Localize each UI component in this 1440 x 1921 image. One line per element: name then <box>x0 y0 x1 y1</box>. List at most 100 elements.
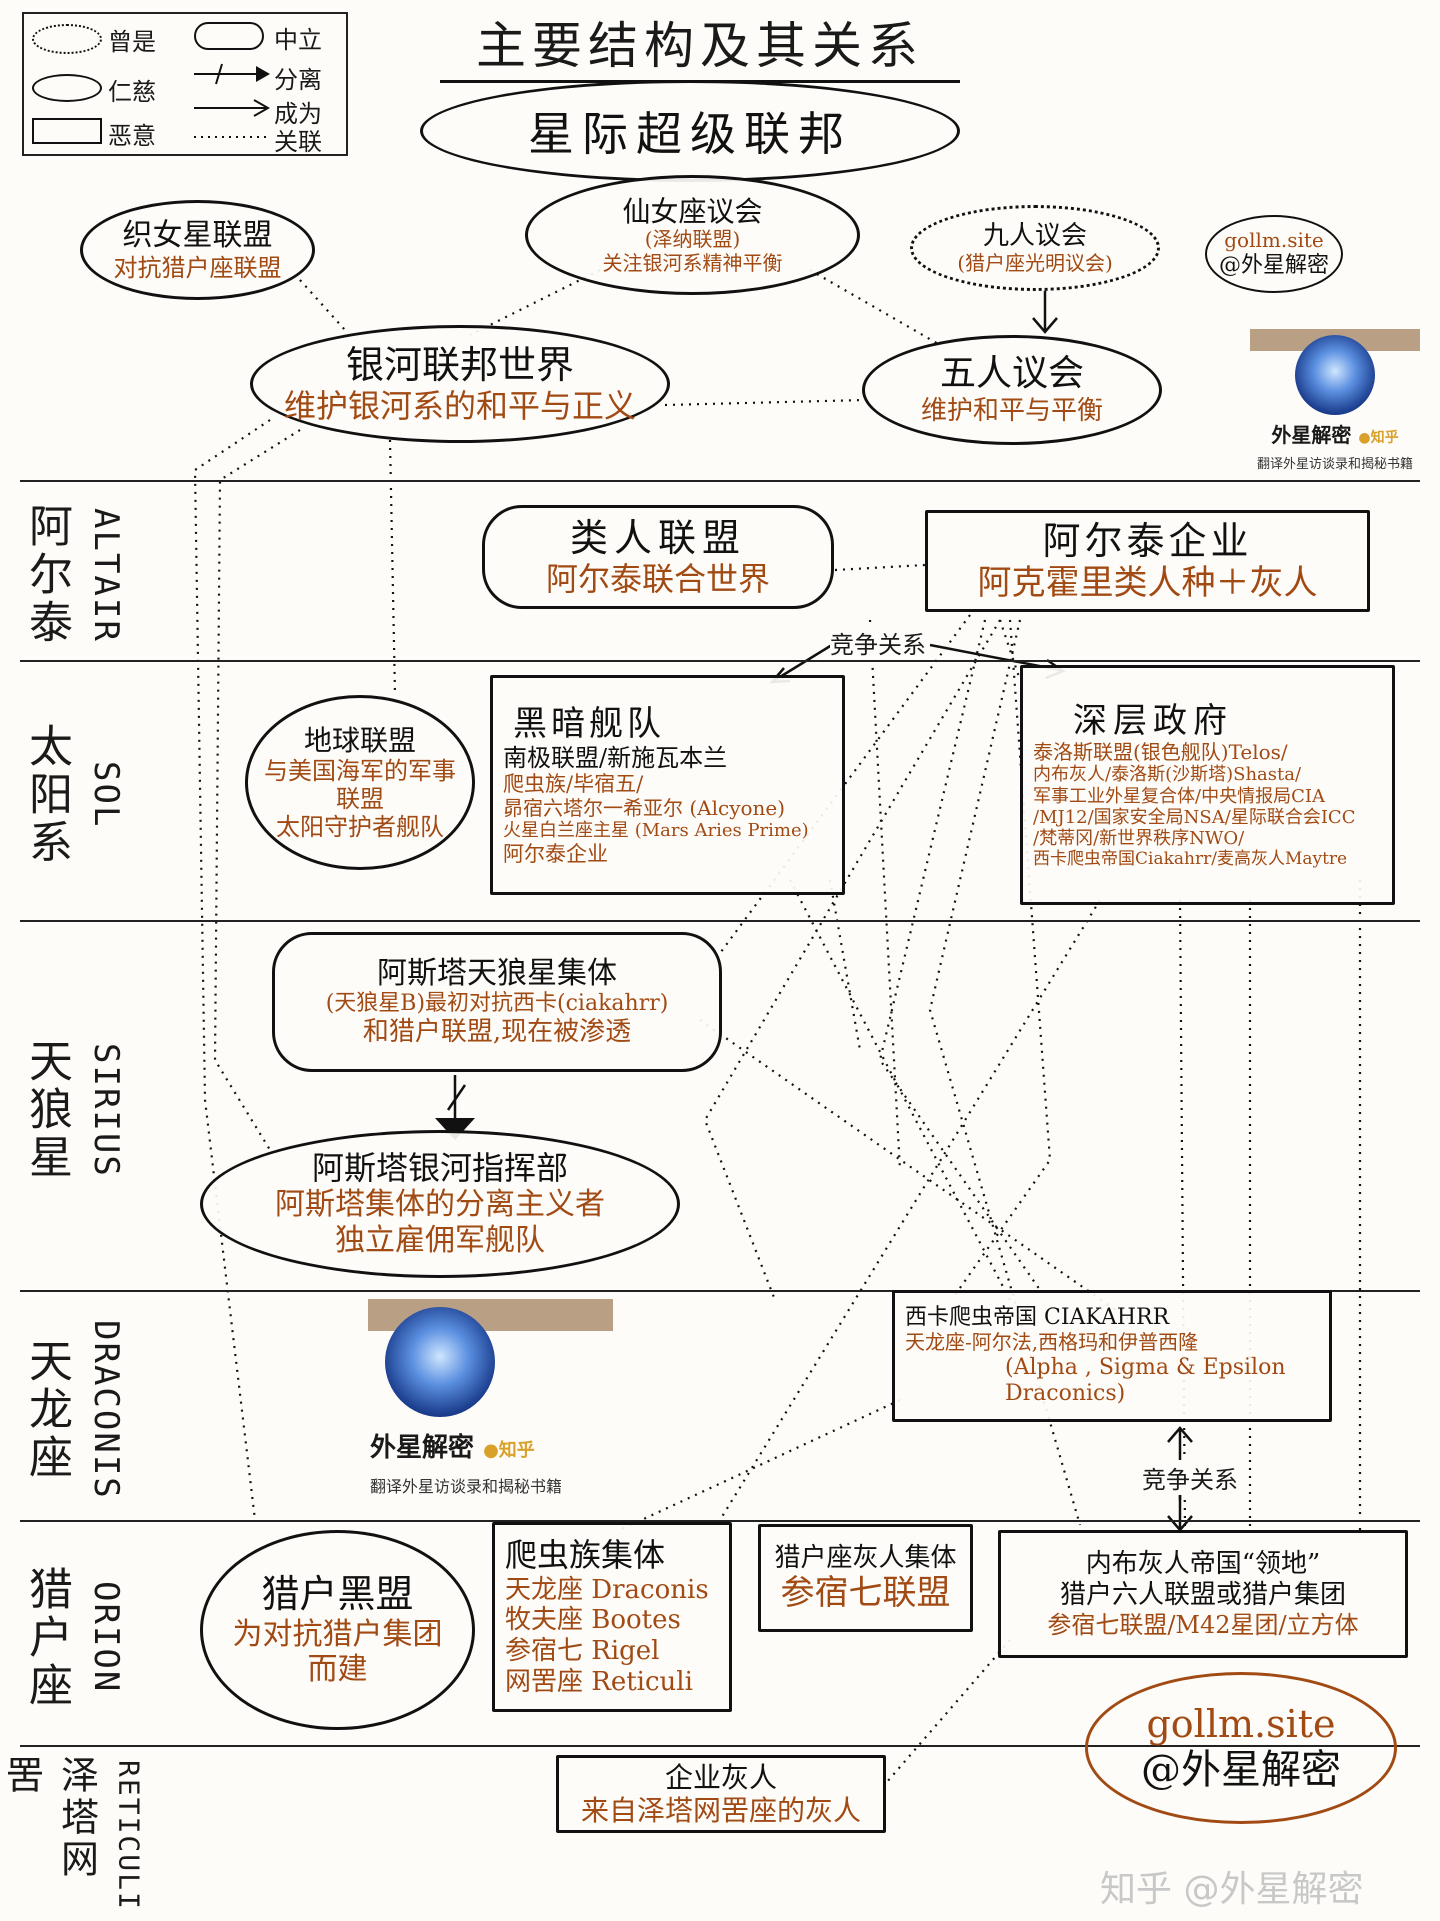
node-dark-fleet: 黑暗舰队 南极联盟/新施瓦本兰 爬虫族/毕宿五/ 昴宿六塔尔一希亚尔 (Alcy… <box>490 675 845 895</box>
node-orion-black-league-name: 猎户黑盟 <box>261 1572 414 1617</box>
watermark-account-middle: 外星解密 <box>370 1433 475 1463</box>
legend-neutral: 中立 <box>274 26 322 54</box>
legend-separated: 分离 <box>274 66 322 94</box>
watermark-platform-top: 知乎 <box>1370 430 1399 446</box>
node-council-of-five-desc: 维护和平与平衡 <box>920 395 1103 426</box>
watermark-profile-middle: 外星解密 ●知乎 翻译外星访谈录和揭秘书籍 <box>360 1295 620 1500</box>
link-altair-deepstate <box>998 619 1022 681</box>
lane-orion-en: ORION <box>86 1581 126 1694</box>
link-andromeda-five <box>809 269 941 346</box>
node-ciakahrr-empire-desc1: 天龙座-阿尔法,西格玛和伊普西隆 <box>905 1330 1199 1355</box>
node-reptilian-collective-line-2: 参宿七 Rigel <box>505 1635 660 1666</box>
link-humanoid-altair <box>834 563 926 572</box>
legend-dotted-ellipse-icon <box>32 24 102 54</box>
legend-separated-arrow-icon <box>194 63 270 85</box>
node-nebu-grey-empire-desc2: 参宿七联盟/M42星团/立方体 <box>1047 1610 1359 1639</box>
arrow-ciakahrr-nebu-head <box>1167 1426 1193 1443</box>
competition-label-top: 竞争关系 <box>830 625 926 660</box>
node-lyra-alliance-name: 织女星联盟 <box>122 218 273 254</box>
node-reptilian-collective-line-1: 牧夫座 Bootes <box>505 1605 681 1636</box>
node-orion-grey-collective: 猎户座灰人集体 参宿七联盟 <box>758 1524 973 1632</box>
node-reptilian-collective-line-3: 网罟座 Reticuli <box>505 1666 693 1697</box>
node-corporate-greys-desc: 来自泽塔网罟座的灰人 <box>580 1794 861 1827</box>
node-deep-state-line-0: 泰洛斯联盟(银色舰队)Telos/ <box>1033 739 1288 764</box>
node-ciakahrr-empire-desc2: (Alpha , Sigma & Epsilon <box>1005 1354 1286 1380</box>
node-council-of-five-name: 五人议会 <box>939 353 1084 395</box>
node-reptilian-collective-line-0: 天龙座 Draconis <box>505 1574 709 1605</box>
legend: 曾是 仁慈 恶意 中立 分离 成为 关联 <box>22 12 348 156</box>
link-ciakahrr-reptilian <box>619 1399 901 1531</box>
legend-benevolent: 仁慈 <box>108 78 156 106</box>
link-ashtar-collective-ciakahrr <box>699 1019 1131 1321</box>
node-andromeda-council-name: 仙女座议会 <box>622 194 763 228</box>
watermark-site-badge-small: gollm.site @外星解密 <box>1205 215 1343 293</box>
lane-sol-cn: 太阳系 <box>21 723 72 867</box>
node-humanoid-alliance-desc: 阿尔泰联合世界 <box>545 559 770 598</box>
watermark-tagline-top: 翻译外星访谈录和揭秘书籍 <box>1256 457 1413 472</box>
lane-sirius-en: SIRIUS <box>86 1042 126 1178</box>
arrow-ashtar-separated-tick <box>446 1084 467 1111</box>
node-galactic-federation-desc: 维护银河系的和平与正义 <box>283 386 636 425</box>
link-deepstate-reptilian <box>719 899 1101 1521</box>
link-galactic-earth <box>388 439 397 696</box>
legend-became: 成为 <box>274 100 322 128</box>
watermark-site-badge-large: gollm.site @外星解密 <box>1085 1672 1397 1824</box>
lane-sol-en: SOL <box>86 761 126 829</box>
watermark-platform-middle: 知乎 <box>498 1440 535 1461</box>
legend-malevolent: 恶意 <box>108 122 156 150</box>
node-lyra-alliance-desc: 对抗猎户座联盟 <box>113 253 282 282</box>
node-reptilian-collective: 爬虫族集体 天龙座 Draconis 牧夫座 Bootes 参宿七 Rigel … <box>492 1522 732 1712</box>
node-nebu-grey-empire-desc1: 猎户六人联盟或猎户集团 <box>1059 1579 1346 1610</box>
node-orion-black-league-desc: 为对抗猎户集团而建 <box>232 1617 443 1688</box>
zhihu-badge-icon: ● <box>1358 430 1371 446</box>
node-ciakahrr-empire-name: 西卡爬虫帝国 CIAKAHRR <box>905 1305 1170 1331</box>
arrow-ciakahrr-nebu-down-head <box>1167 1515 1193 1532</box>
link-deepstate-nebu <box>1178 899 1187 1531</box>
legend-became-arrow-icon <box>194 99 271 117</box>
link-darkfleet-ciakahrr <box>789 879 1011 1301</box>
legend-associated-line-icon <box>194 136 270 138</box>
lane-altair-cn: 阿尔泰 <box>21 503 72 647</box>
node-corporate-greys-name: 企业灰人 <box>664 1760 777 1794</box>
lane-label-altair: 阿尔泰 ALTAIR <box>10 490 130 660</box>
node-earth-alliance-desc3: 太阳守护者舰队 <box>276 813 444 842</box>
node-andromeda-council-sub: (泽纳联盟) <box>644 226 741 251</box>
link-galactic-five <box>664 398 866 407</box>
lane-altair-en: ALTAIR <box>86 507 126 643</box>
zhihu-badge-icon-middle: ● <box>483 1440 499 1461</box>
node-council-of-nine-sub: (猎户座光明议会) <box>957 250 1113 275</box>
lane-divider-2 <box>20 660 1420 662</box>
legend-formerly: 曾是 <box>108 28 156 56</box>
node-andromeda-council-desc: 关注银河系精神平衡 <box>602 250 783 275</box>
node-reptilian-collective-name: 爬虫族集体 <box>505 1535 666 1574</box>
watermark-profile-middle-name-row: 外星解密 ●知乎 <box>370 1427 610 1464</box>
node-orion-black-league: 猎户黑盟 为对抗猎户集团而建 <box>200 1530 475 1730</box>
node-orion-grey-collective-name: 猎户座灰人集体 <box>774 1542 957 1573</box>
node-ashtar-sirius-collective: 阿斯塔天狼星集体 (天狼星B)最初对抗西卡(ciakahrr) 和猎户联盟,现在… <box>272 932 722 1072</box>
lane-label-sol: 太阳系 SOL <box>10 670 130 920</box>
lane-divider-3 <box>20 920 1420 922</box>
node-altair-enterprise: 阿尔泰企业 阿克霍里类人种＋灰人 <box>925 510 1370 612</box>
watermark-site-small: gollm.site <box>1224 228 1324 253</box>
node-dark-fleet-line-3: 火星白兰座主星 (Mars Aries Prime) <box>503 820 809 842</box>
lane-orion-cn: 猎户座 <box>21 1565 72 1710</box>
node-nebu-grey-empire: 内布灰人帝国“领地” 猎户六人联盟或猎户集团 参宿七联盟/M42星团/立方体 <box>998 1530 1408 1658</box>
meditation-avatar-icon <box>1295 335 1375 415</box>
arrow-nine-to-five-head <box>1032 317 1058 334</box>
node-humanoid-alliance: 类人联盟 阿尔泰联合世界 <box>482 505 834 609</box>
node-orion-grey-collective-desc: 参宿七联盟 <box>780 1573 951 1614</box>
link-nebu-corp-grey <box>879 1639 1011 1791</box>
node-nebu-grey-empire-name: 内布灰人帝国“领地” <box>1085 1549 1321 1580</box>
lane-label-reticuli: 泽塔网罟 RETICULI <box>0 1755 146 1915</box>
node-altair-enterprise-desc: 阿克霍里类人种＋灰人 <box>977 563 1318 604</box>
link-darkfleet-ashtar <box>828 879 862 1051</box>
lane-label-sirius: 天狼星 SIRIUS <box>10 930 130 1290</box>
node-deep-state-line-5: 西卡爬虫帝国Ciakahrr/麦高灰人Maytre <box>1033 849 1348 870</box>
node-earth-alliance-desc1: 与美国海军的军事 <box>264 756 456 785</box>
competition-label-bottom: 竞争关系 <box>1142 1460 1238 1495</box>
link-lyra-galactic <box>299 279 346 331</box>
node-andromeda-council: 仙女座议会 (泽纳联盟) 关注银河系精神平衡 <box>525 175 860 295</box>
legend-pill-icon <box>194 22 264 50</box>
node-deep-state-name: 深层政府 <box>1073 700 1233 741</box>
node-galactic-federation-name: 银河联邦世界 <box>345 342 574 387</box>
